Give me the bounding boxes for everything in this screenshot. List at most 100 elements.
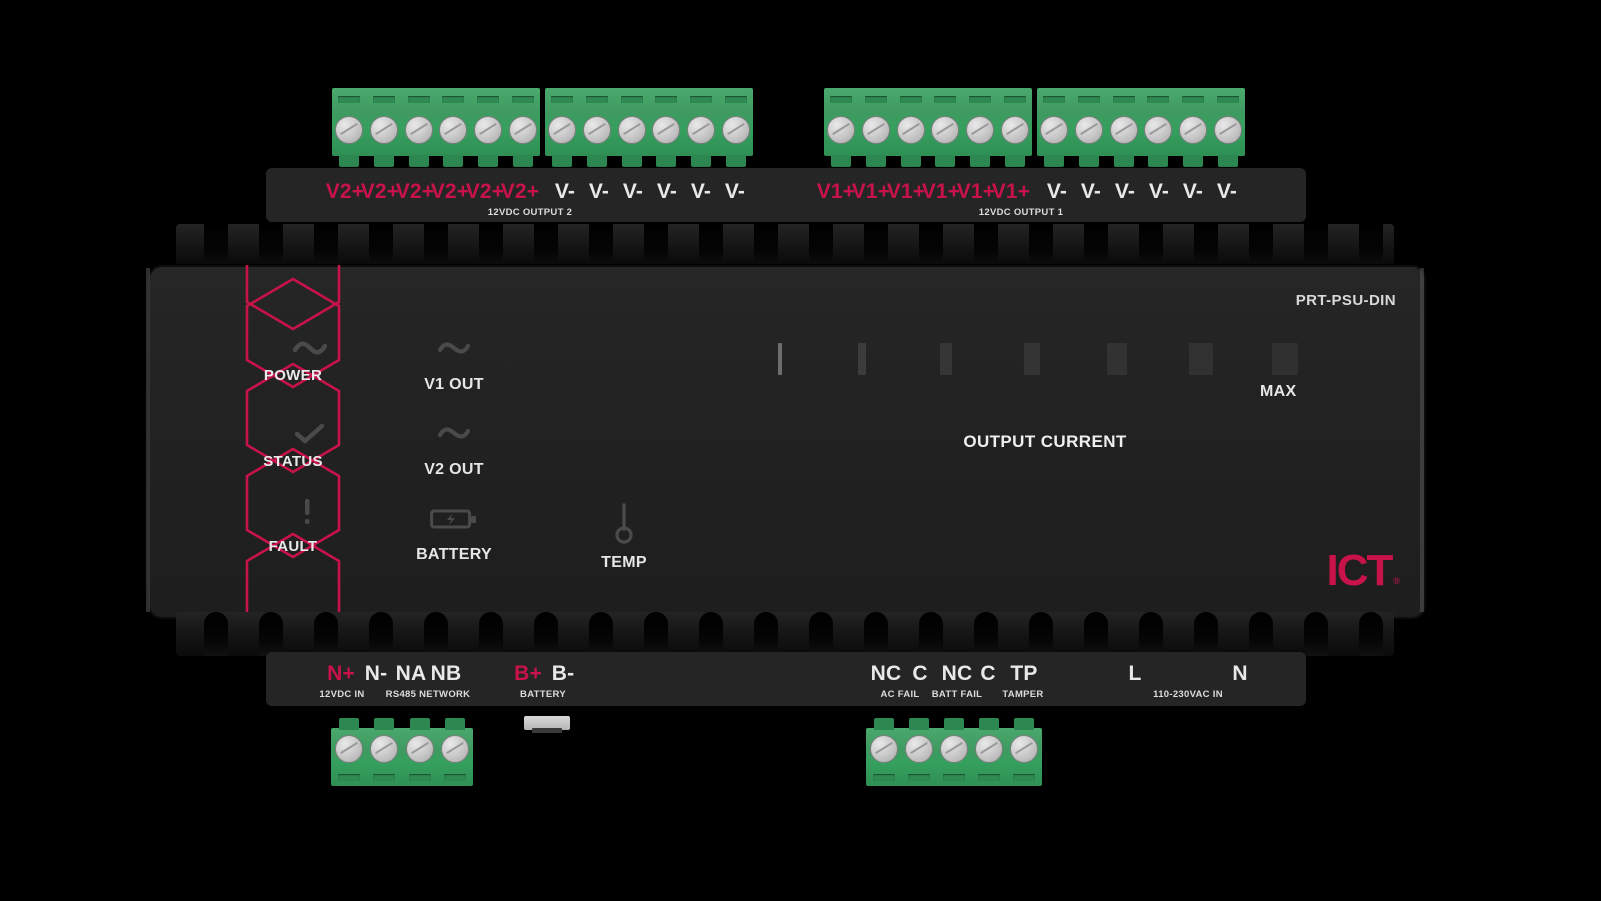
connector-foot — [1078, 155, 1099, 167]
terminal-slot — [907, 774, 930, 781]
connector-foot — [373, 155, 394, 167]
terminal-label-v2n-3: V- — [622, 180, 644, 203]
terminal-screw[interactable] — [652, 116, 681, 144]
terminal-screw[interactable] — [904, 735, 933, 763]
connector-foot — [1113, 155, 1134, 167]
output1-positive-connector[interactable] — [824, 88, 1032, 167]
terminal-slot — [476, 96, 499, 103]
terminal-screw[interactable] — [334, 735, 363, 763]
terminal-screw[interactable] — [869, 735, 898, 763]
terminal-screw[interactable] — [617, 116, 646, 144]
terminal-screw[interactable] — [405, 735, 434, 763]
terminal-label-v1n-1: V- — [1046, 180, 1068, 203]
terminal-screw[interactable] — [721, 116, 750, 144]
terminal-label-v1p-6: V1+ — [991, 180, 1031, 203]
connector-foot — [873, 718, 894, 730]
connector-foot — [831, 155, 852, 167]
terminal-label-v1p-1: V1+ — [816, 180, 856, 203]
terminal-label-v1p-2: V1+ — [851, 180, 891, 203]
terminal-slot — [1013, 774, 1036, 781]
terminal-screw[interactable] — [404, 116, 433, 144]
terminal-label-n-negative: N- — [364, 662, 388, 685]
terminal-slot — [551, 96, 574, 103]
connector-foot — [338, 718, 359, 730]
terminal-slot — [585, 96, 608, 103]
output-current-bargraph — [770, 343, 1298, 375]
relay-output-connector[interactable] — [866, 718, 1042, 786]
terminal-screw[interactable] — [441, 735, 470, 763]
check-icon — [294, 423, 326, 449]
terminal-screw[interactable] — [931, 116, 960, 144]
din-rail-clip[interactable] — [524, 716, 570, 730]
terminal-slot — [1112, 96, 1135, 103]
output1-negative-connector[interactable] — [1037, 88, 1245, 167]
connector-foot — [408, 155, 429, 167]
indicator-v2-out: V2 OUT — [408, 427, 500, 479]
status-led-hexagon-chain — [238, 265, 348, 617]
terminal-screw[interactable] — [686, 116, 715, 144]
terminal-label-n-positive: N+ — [327, 662, 355, 685]
terminal-slot — [373, 774, 396, 781]
terminal-label-c-battfail: C — [980, 662, 996, 685]
terminal-label-neutral: N — [1232, 662, 1248, 685]
terminal-slot — [1181, 96, 1204, 103]
terminal-screw[interactable] — [1213, 116, 1242, 144]
terminal-label-v1n-4: V- — [1148, 180, 1170, 203]
terminal-screw[interactable] — [369, 116, 398, 144]
dc-in-network-connector[interactable] — [331, 718, 473, 786]
terminal-slot — [864, 96, 887, 103]
terminal-screw[interactable] — [473, 116, 502, 144]
terminal-label-nc-battfail: NC — [941, 662, 973, 685]
terminal-screw[interactable] — [1040, 116, 1069, 144]
wave-icon — [437, 427, 471, 444]
terminal-screw[interactable] — [1178, 116, 1207, 144]
terminal-label-tp: TP — [1010, 662, 1038, 685]
bottom-label-strip: N+ N- NA NB 12VDC IN RS485 NETWORK B+ B-… — [266, 652, 1306, 706]
terminal-screw[interactable] — [582, 116, 611, 144]
output-current-title: OUTPUT CURRENT — [963, 432, 1127, 451]
terminal-screw[interactable] — [1010, 735, 1039, 763]
terminal-screw[interactable] — [861, 116, 890, 144]
terminal-screw[interactable] — [965, 116, 994, 144]
terminal-label-v1n-2: V- — [1080, 180, 1102, 203]
terminal-screw[interactable] — [1074, 116, 1103, 144]
terminal-screw[interactable] — [1000, 116, 1029, 144]
terminal-label-v2n-2: V- — [588, 180, 610, 203]
terminal-slot — [1147, 96, 1170, 103]
status-led-label-power: POWER — [263, 367, 323, 384]
terminal-screw[interactable] — [548, 116, 577, 144]
terminal-label-v2n-4: V- — [656, 180, 678, 203]
terminal-slot — [968, 96, 991, 103]
terminal-label-v2n-5: V- — [690, 180, 712, 203]
terminal-screw[interactable] — [1144, 116, 1173, 144]
terminal-label-nb: NB — [430, 662, 462, 685]
terminal-screw[interactable] — [1109, 116, 1138, 144]
connector-foot — [943, 718, 964, 730]
terminal-screw[interactable] — [827, 116, 856, 144]
terminal-screw[interactable] — [508, 116, 537, 144]
output2-negative-connector[interactable] — [545, 88, 753, 167]
registered-trademark-icon: ® — [1393, 576, 1400, 586]
terminal-slot — [442, 96, 465, 103]
indicator-label-v2-out: V2 OUT — [424, 461, 484, 478]
connector-foot — [935, 155, 956, 167]
terminal-slot — [338, 96, 361, 103]
terminal-label-v2n-1: V- — [554, 180, 576, 203]
output-current-segment-4 — [1024, 343, 1040, 375]
terminal-screw[interactable] — [939, 735, 968, 763]
terminal-slot — [511, 96, 534, 103]
output2-positive-connector[interactable] — [332, 88, 540, 167]
terminal-screw[interactable] — [975, 735, 1004, 763]
terminal-screw[interactable] — [335, 116, 364, 144]
device-front-panel: POWER STATUS FAULT V1 OUT V2 OUT — [148, 265, 1426, 619]
terminal-slot — [978, 774, 1001, 781]
output-current-segment-1 — [778, 343, 782, 375]
terminal-screw[interactable] — [370, 735, 399, 763]
terminal-slot — [444, 774, 467, 781]
terminal-label-v1p-3: V1+ — [886, 180, 926, 203]
terminal-screw[interactable] — [439, 116, 468, 144]
top-label-strip: V2+ V2+ V2+ V2+ V2+ V2+ 12VDC OUTPUT 2 V… — [266, 168, 1306, 222]
terminal-screw[interactable] — [896, 116, 925, 144]
exclamation-icon — [302, 499, 312, 530]
